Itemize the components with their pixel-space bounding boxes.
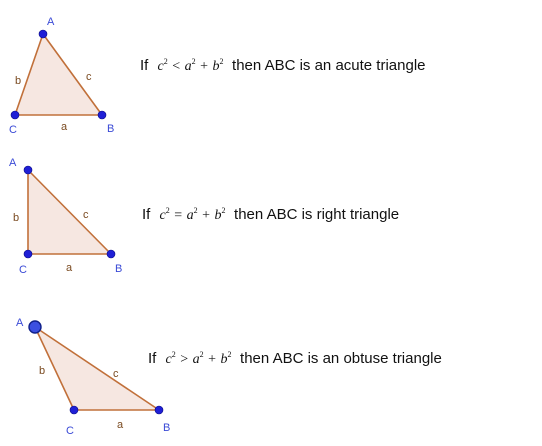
right-side-b-label: b — [13, 212, 19, 224]
acute-if-word: If — [140, 57, 149, 74]
right-rhs-b-exp: 2 — [221, 206, 226, 215]
obtuse-lhs-exp: 2 — [171, 350, 176, 359]
obtuse-operator: > — [180, 352, 189, 367]
right-triangle-group: A C B b c a — [9, 157, 122, 276]
obtuse-lhs: c — [165, 352, 172, 367]
acute-rhs-b: b — [212, 59, 220, 74]
obtuse-vertex-a-point[interactable] — [28, 320, 42, 334]
acute-rhs-a: a — [184, 59, 192, 74]
right-vertex-a-label: A — [9, 157, 17, 169]
right-vertex-a-point[interactable] — [23, 165, 33, 175]
obtuse-side-b-label: b — [39, 365, 45, 377]
obtuse-inequality: c2 > a2 + b2 — [165, 350, 236, 368]
obtuse-if-word: If — [148, 350, 157, 367]
acute-inequality: c2 < a2 + b2 — [157, 57, 228, 75]
right-rhs-a-exp: 2 — [193, 206, 198, 215]
obtuse-side-c-label: c — [113, 368, 119, 380]
obtuse-vertex-c-point[interactable] — [69, 405, 79, 415]
obtuse-statement: If c2 > a2 + b2 then ABC is an obtuse tr… — [148, 349, 442, 370]
obtuse-conclusion: then ABC is an obtuse triangle — [240, 350, 442, 367]
right-side-c-label: c — [83, 209, 89, 221]
acute-triangle-group: A C B b c a — [9, 16, 114, 136]
acute-vertex-a-label: A — [47, 16, 55, 28]
acute-rhs-a-exp: 2 — [191, 57, 196, 66]
right-plus: + — [202, 208, 211, 223]
right-triangle — [27, 169, 112, 255]
right-conclusion: then ABC is right triangle — [234, 206, 400, 223]
obtuse-vertex-b-point[interactable] — [154, 405, 164, 415]
acute-operator: < — [172, 59, 181, 74]
acute-side-b-label: b — [15, 75, 21, 87]
right-vertex-b-label: B — [115, 263, 122, 275]
acute-vertex-c-point[interactable] — [10, 110, 20, 120]
right-operator: = — [174, 208, 183, 223]
acute-vertex-b-label: B — [107, 123, 114, 135]
obtuse-triangle — [34, 326, 160, 411]
acute-vertex-b-point[interactable] — [97, 110, 107, 120]
acute-triangle — [14, 33, 103, 116]
acute-rhs-b-exp: 2 — [219, 57, 224, 66]
obtuse-triangle-group: A C B b c a — [16, 317, 170, 437]
acute-lhs-exp: 2 — [163, 57, 168, 66]
obtuse-vertex-a-label: A — [16, 317, 24, 329]
acute-plus: + — [200, 59, 209, 74]
acute-side-c-label: c — [86, 71, 92, 83]
right-vertex-c-label: C — [19, 264, 27, 276]
obtuse-vertex-b-label: B — [163, 422, 170, 434]
obtuse-side-a-label: a — [117, 419, 124, 431]
acute-side-a-label: a — [61, 121, 68, 133]
acute-vertex-a-point[interactable] — [38, 29, 48, 39]
right-lhs-exp: 2 — [165, 206, 170, 215]
acute-vertex-c-label: C — [9, 124, 17, 136]
right-vertex-c-point[interactable] — [23, 249, 33, 259]
right-rhs-b: b — [214, 208, 222, 223]
right-if-word: If — [142, 206, 151, 223]
obtuse-rhs-a: a — [192, 352, 200, 367]
obtuse-rhs-b-exp: 2 — [227, 350, 232, 359]
obtuse-vertex-c-label: C — [66, 425, 74, 437]
right-statement: If c2 = a2 + b2 then ABC is right triang… — [142, 205, 399, 226]
right-side-a-label: a — [66, 262, 73, 274]
acute-conclusion: then ABC is an acute triangle — [232, 57, 426, 74]
obtuse-plus: + — [208, 352, 217, 367]
obtuse-rhs-a-exp: 2 — [199, 350, 204, 359]
right-lhs: c — [159, 208, 166, 223]
right-vertex-b-point[interactable] — [106, 249, 116, 259]
obtuse-rhs-b: b — [220, 352, 228, 367]
acute-statement: If c2 < a2 + b2 then ABC is an acute tri… — [140, 56, 426, 77]
right-rhs-a: a — [186, 208, 194, 223]
acute-lhs: c — [157, 59, 164, 74]
right-equation: c2 = a2 + b2 — [159, 206, 230, 224]
